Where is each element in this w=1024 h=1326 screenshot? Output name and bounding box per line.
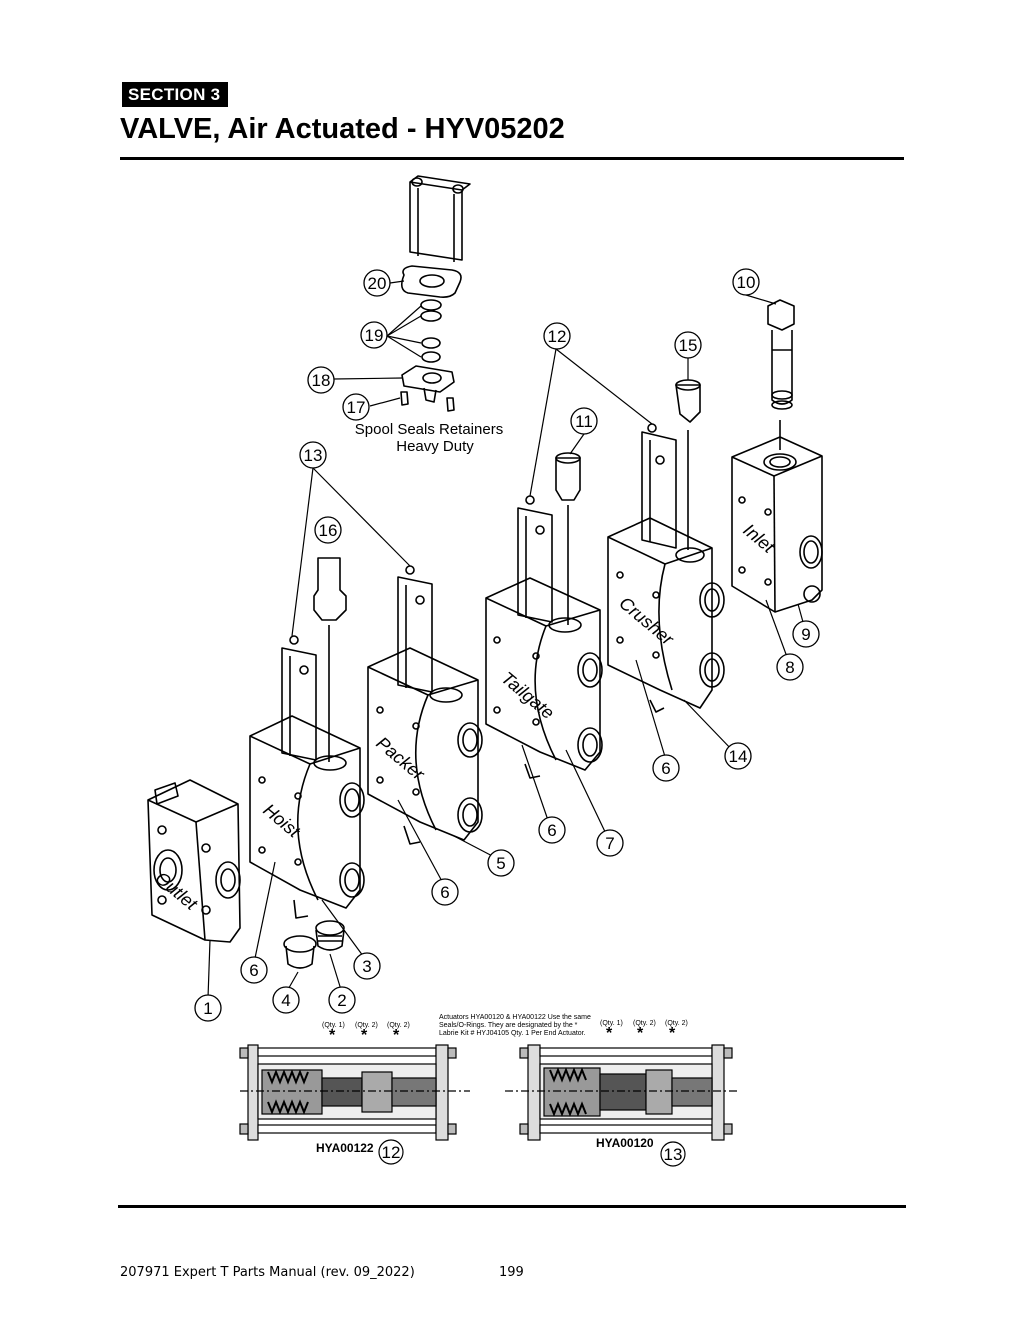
label-inlet: Inlet	[739, 520, 779, 558]
svg-text:*: *	[669, 1025, 676, 1042]
svg-text:(Qty. 2): (Qty. 2)	[665, 1020, 688, 1027]
callout-6: 6	[652, 754, 680, 782]
svg-text:(Qty. 1): (Qty. 1)	[600, 1020, 623, 1027]
svg-text:13: 13	[664, 1145, 683, 1164]
callout-5: 5	[487, 849, 515, 877]
svg-text:*: *	[393, 1027, 400, 1044]
svg-text:17: 17	[347, 398, 366, 417]
svg-text:12: 12	[382, 1143, 401, 1162]
callout-11: 11	[570, 407, 598, 435]
callout-17: 17	[342, 393, 370, 421]
svg-text:6: 6	[249, 961, 258, 980]
svg-text:9: 9	[801, 625, 810, 644]
svg-text:Labrie Kit # HYJ04105 Qty. 1: Labrie Kit # HYJ04105 Qty. 1 Per End Act…	[439, 1030, 586, 1037]
svg-text:20: 20	[368, 274, 387, 293]
section-badge: SECTION 3	[122, 82, 229, 107]
spool-caption: Spool Seals Retainers Heavy Duty	[355, 421, 503, 455]
callout-9: 9	[792, 620, 820, 648]
svg-text:Spool Seals Retainers: Spool Seals Retainers	[355, 421, 503, 438]
svg-text:(Qty. 2): (Qty. 2)	[355, 1022, 378, 1029]
callout-8: 8	[776, 653, 804, 681]
svg-text:Heavy Duty: Heavy Duty	[396, 438, 474, 455]
callouts: 20 19 18 17 13 16 12 11 15 10 9 8 14 6 7…	[194, 268, 820, 1022]
svg-text:13: 13	[304, 446, 323, 465]
svg-text:19: 19	[365, 326, 384, 345]
svg-text:2: 2	[337, 991, 346, 1010]
top-actuator	[400, 175, 471, 412]
callout-10: 10	[732, 268, 760, 296]
callout-6: 6	[240, 956, 268, 984]
callout-12: 12	[543, 322, 571, 350]
top-rule	[120, 157, 904, 160]
svg-text:12: 12	[548, 327, 567, 346]
svg-text:18: 18	[312, 371, 331, 390]
svg-text:15: 15	[679, 336, 698, 355]
svg-text:Actuators HYA00120 & HYA00122: Actuators HYA00120 & HYA00122 Use the sa…	[439, 1014, 591, 1021]
callout-1: 1	[194, 994, 222, 1022]
svg-text:1: 1	[203, 999, 212, 1018]
svg-text:6: 6	[661, 759, 670, 778]
asterisks: * * * * * *	[329, 1025, 676, 1044]
actuator-note: Actuators HYA00120 & HYA00122 Use the sa…	[439, 1014, 591, 1037]
svg-text:14: 14	[729, 747, 748, 766]
hoist-section	[249, 557, 365, 919]
svg-text:HYA00120: HYA00120	[596, 1136, 654, 1150]
callout-2: 2	[328, 986, 356, 1014]
callout-19: 19	[360, 321, 388, 349]
packer-section	[367, 565, 483, 845]
callout-13: 13	[299, 441, 327, 469]
section-labels: Outlet Hoist Packer Tailgate Crusher Inl…	[151, 520, 779, 915]
leader-lines	[207, 280, 807, 999]
tailgate-section	[485, 452, 603, 779]
actuator-hya00120-cutaway: HYA00120 13	[505, 1044, 740, 1167]
svg-text:*: *	[606, 1025, 613, 1042]
svg-text:(Qty. 2): (Qty. 2)	[633, 1020, 656, 1027]
page-title: VALVE, Air Actuated - HYV05202	[120, 113, 565, 145]
svg-text:11: 11	[575, 412, 593, 431]
inlet-section	[731, 299, 823, 613]
port-plugs	[283, 920, 345, 969]
bottom-rule	[118, 1205, 906, 1208]
svg-text:3: 3	[362, 957, 371, 976]
svg-text:*: *	[361, 1027, 368, 1044]
page-number: 199	[499, 1265, 524, 1280]
callout-6: 6	[538, 816, 566, 844]
callout-20: 20	[363, 269, 391, 297]
svg-text:6: 6	[547, 821, 556, 840]
label-crusher: Crusher	[615, 593, 678, 650]
svg-text:(Qty. 1): (Qty. 1)	[322, 1022, 345, 1029]
svg-text:(Qty. 2): (Qty. 2)	[387, 1022, 410, 1029]
actuator-hya00122-cutaway: HYA00122 12	[239, 1044, 470, 1165]
svg-text:*: *	[329, 1027, 336, 1044]
label-tailgate: Tailgate	[497, 668, 558, 723]
svg-text:Seals/O-Rings. They are design: Seals/O-Rings. They are designated by th…	[439, 1022, 578, 1029]
qty-labels-left: (Qty. 1) (Qty. 2) (Qty. 2) (Qty. 1) (Qty…	[322, 1020, 688, 1029]
svg-text:5: 5	[496, 854, 505, 873]
svg-text:10: 10	[737, 273, 756, 292]
svg-text:8: 8	[785, 658, 794, 677]
callout-4: 4	[272, 986, 300, 1014]
callout-3: 3	[353, 952, 381, 980]
callout-16: 16	[314, 516, 342, 544]
callout-6: 6	[431, 878, 459, 906]
footer-manual-title: 207971 Expert T Parts Manual (rev. 09_20…	[120, 1265, 415, 1280]
crusher-section	[607, 379, 725, 713]
label-outlet: Outlet	[151, 868, 201, 915]
callout-15: 15	[674, 331, 702, 359]
svg-text:7: 7	[605, 834, 614, 853]
callout-18: 18	[307, 366, 335, 394]
svg-text:6: 6	[440, 883, 449, 902]
svg-text:HYA00122: HYA00122	[316, 1141, 374, 1155]
svg-text:4: 4	[281, 991, 290, 1010]
outlet-section	[147, 779, 241, 943]
callout-7: 7	[596, 829, 624, 857]
svg-text:*: *	[637, 1025, 644, 1042]
svg-text:16: 16	[319, 521, 338, 540]
callout-14: 14	[724, 742, 752, 770]
